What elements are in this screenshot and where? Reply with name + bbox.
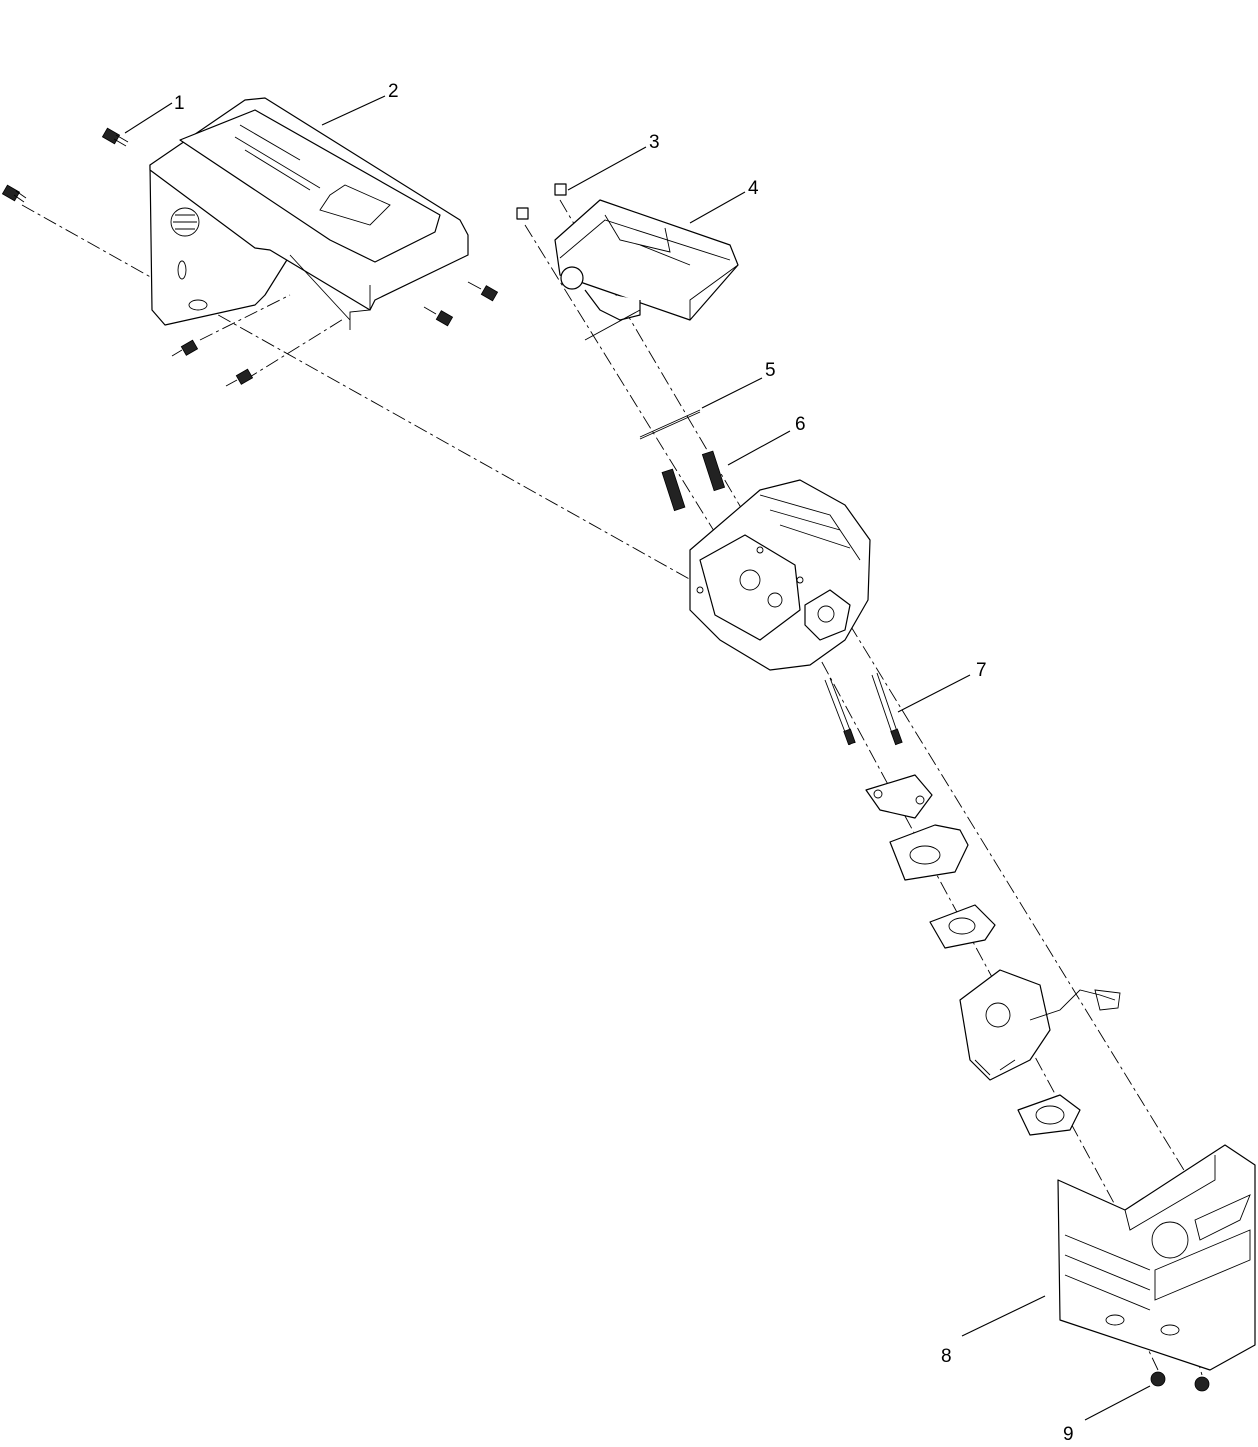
callout-2: 2	[388, 81, 399, 102]
muffler	[554, 199, 739, 341]
callout-labels: 1 2 3 4 5 6 7 8 9	[174, 81, 1074, 1445]
callout-7: 7	[976, 660, 987, 681]
intake-gasket-1	[865, 774, 933, 819]
bolt-top-left	[101, 127, 129, 147]
shroud-bolts	[171, 281, 499, 387]
exhaust-gasket	[639, 409, 701, 440]
assembly-lines	[21, 199, 1203, 1376]
intake-spacer	[889, 824, 969, 881]
bolt-far-left	[1, 184, 27, 203]
callout-9: 9	[1063, 1424, 1074, 1445]
engine-shroud	[149, 97, 469, 330]
callout-5: 5	[765, 360, 776, 381]
cover-nuts	[1150, 1371, 1210, 1392]
callout-8: 8	[941, 1346, 952, 1367]
muffler-nuts	[516, 183, 567, 220]
cylinder-head	[689, 479, 871, 671]
intake-gasket-2	[929, 904, 996, 949]
long-studs	[824, 672, 903, 746]
callout-4: 4	[748, 178, 759, 199]
carb-gasket	[1017, 1094, 1081, 1136]
callout-6: 6	[795, 414, 806, 435]
threaded-studs-upper	[661, 450, 726, 512]
callout-1: 1	[174, 93, 185, 114]
leader-lines	[124, 95, 1151, 1421]
carburetor	[959, 969, 1121, 1081]
air-cleaner-cover	[1057, 1144, 1256, 1371]
callout-3: 3	[649, 132, 660, 153]
